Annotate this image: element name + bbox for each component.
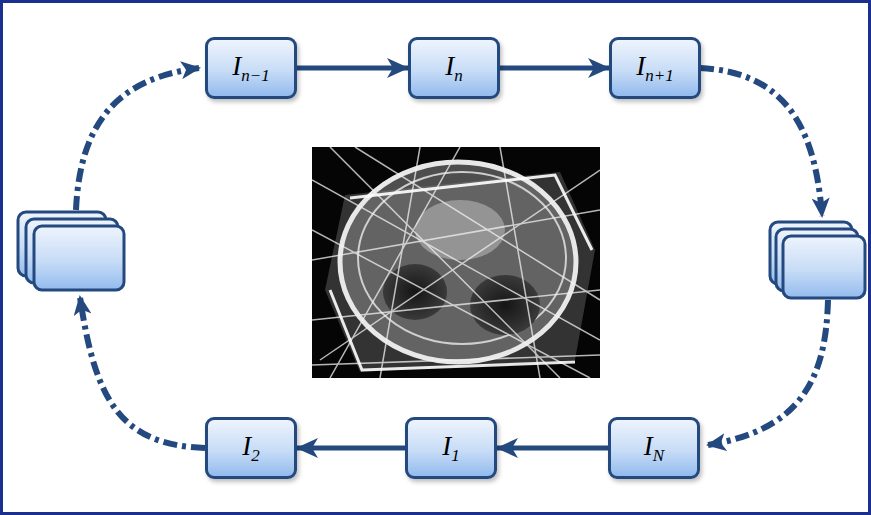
subscript-text: n−1: [241, 66, 269, 85]
symbol-text: I: [232, 51, 241, 81]
flow-arrow: [497, 446, 608, 451]
subscript-text: n+1: [645, 66, 673, 85]
image-box: In+1: [609, 37, 701, 99]
symbol-text: I: [644, 431, 653, 461]
box-label: I2: [242, 433, 260, 464]
flow-arrow: [297, 66, 408, 71]
dashed-arrow: [708, 300, 828, 445]
symbol-text: I: [636, 51, 645, 81]
image-box: In: [408, 37, 500, 99]
subscript-text: 2: [251, 446, 260, 465]
box-label: In: [445, 53, 463, 84]
dashed-flow: [76, 68, 828, 448]
symbol-text: I: [242, 431, 251, 461]
image-box: I2: [205, 417, 297, 479]
stacked-boxes: [770, 222, 865, 298]
flow-arrow: [500, 66, 609, 71]
dashed-arrow: [700, 68, 822, 216]
box-label: IN: [644, 433, 664, 464]
subscript-text: 1: [451, 446, 460, 465]
symbol-text: I: [442, 431, 451, 461]
box-label: I1: [442, 433, 460, 464]
image-box: IN: [608, 417, 700, 479]
subscript-text: n: [454, 66, 463, 85]
symbol-text: I: [445, 51, 454, 81]
ct-image: [312, 147, 600, 378]
flow-arrow: [297, 446, 405, 451]
subscript-text: N: [653, 446, 664, 465]
box-label: In+1: [636, 53, 673, 84]
dashed-arrow: [76, 68, 199, 210]
dashed-arrow: [80, 297, 205, 448]
image-box: In−1: [205, 37, 297, 99]
image-box: I1: [405, 417, 497, 479]
box-label: In−1: [232, 53, 269, 84]
stacked-boxes: [18, 212, 124, 290]
